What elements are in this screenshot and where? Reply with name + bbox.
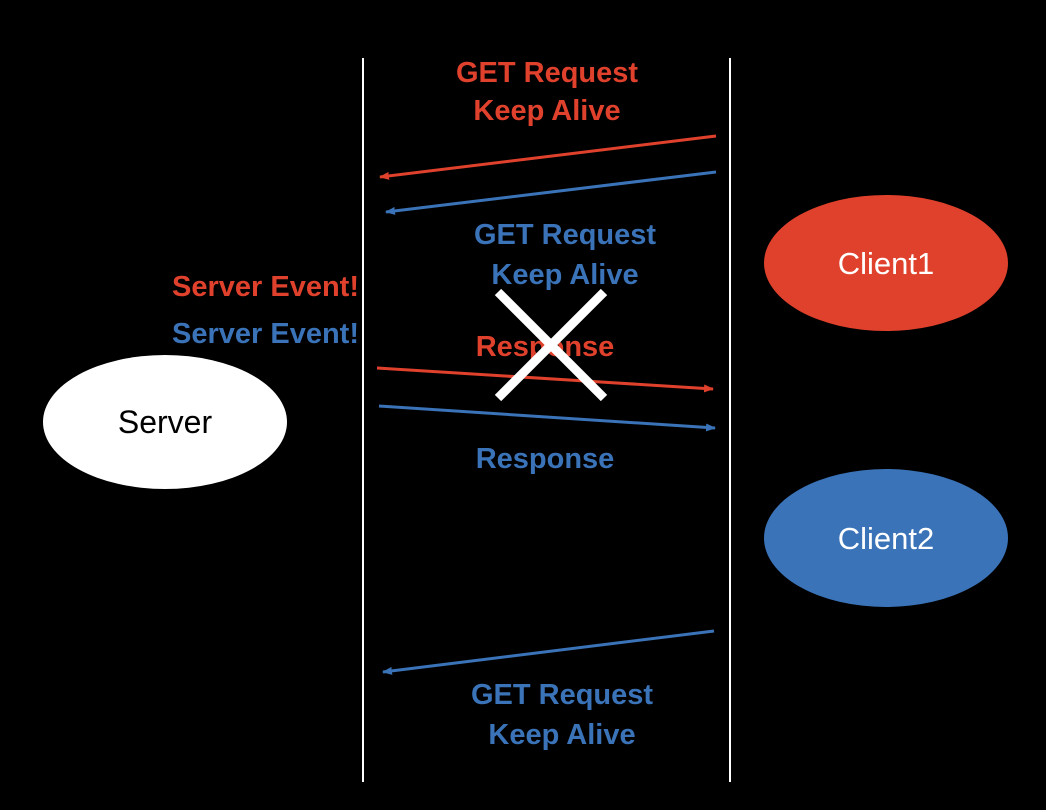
server-node-label: Server [118,404,213,440]
client2-node: Client2 [764,469,1008,607]
red-request-label-line1: GET Request [456,57,638,89]
blue-request-label-line1: GET Request [474,219,656,251]
blue-request-2-arrow [382,629,715,675]
red-request-arrow [379,134,717,180]
client1-node-label: Client1 [838,246,935,281]
blue-request-arrow [385,170,717,215]
blue-response-arrow [378,404,716,432]
blue-request-2-label-line2: Keep Alive [488,719,635,751]
blue-response-label: Response [476,443,615,475]
blue-server-event-label: Server Event! [172,318,359,350]
client2-node-label: Client2 [838,521,935,556]
blue-request-label-line2: Keep Alive [491,259,638,291]
client1-node: Client1 [764,195,1008,331]
blue-request-2-label-line1: GET Request [471,679,653,711]
red-response-arrow [376,366,714,393]
red-request-label-line2: Keep Alive [473,95,620,127]
server-node: Server [43,355,287,489]
cross-icon [494,288,608,402]
red-server-event-label: Server Event! [172,271,359,303]
